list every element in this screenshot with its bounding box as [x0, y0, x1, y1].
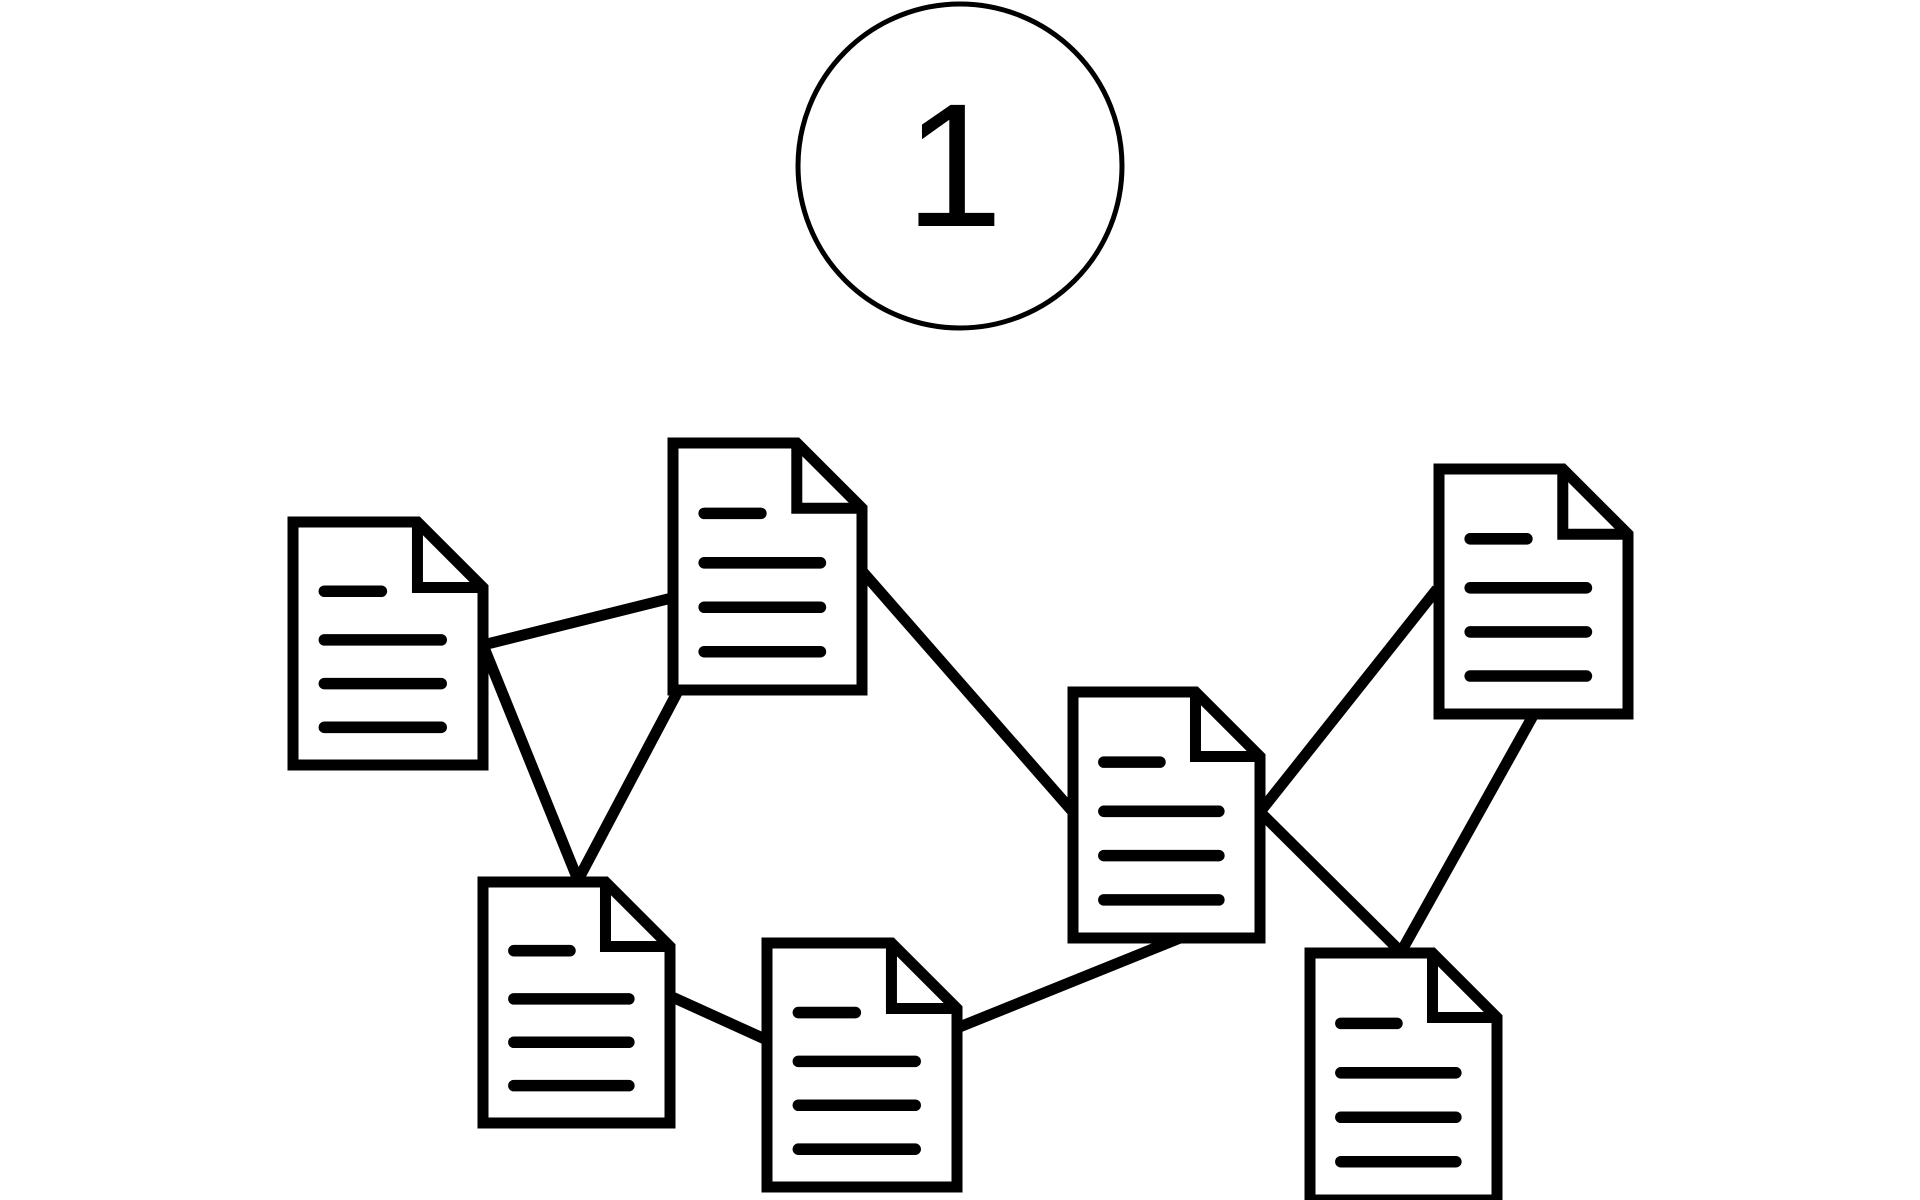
- step-badge-circle: [795, 1, 1125, 331]
- document-node-bottom-left[interactable]: [477, 876, 676, 1129]
- document-fold-corner-icon: [1426, 953, 1497, 1024]
- edge-doc-center-to-doc-top-right[interactable]: [1255, 585, 1442, 816]
- document-node-top-center[interactable]: [667, 437, 868, 696]
- document-node-bottom-center[interactable]: [761, 937, 963, 1193]
- document-node-left[interactable]: [287, 516, 489, 771]
- document-node-bottom-right[interactable]: [1304, 947, 1503, 1200]
- edge-doc-top-right-to-doc-bottom-right[interactable]: [1396, 711, 1539, 955]
- edge-doc-center-to-doc-bottom-right[interactable]: [1256, 808, 1405, 956]
- document-fold-corner-icon: [411, 522, 483, 594]
- edge-doc-bottom-center-to-doc-center[interactable]: [954, 932, 1183, 1034]
- edge-doc-top-center-to-doc-center[interactable]: [857, 567, 1078, 816]
- edge-doc-left-to-doc-bottom-left[interactable]: [477, 642, 584, 883]
- document-node-center[interactable]: [1067, 686, 1266, 944]
- edge-group: [477, 567, 1539, 1046]
- document-fold-corner-icon: [1557, 469, 1628, 540]
- edge-doc-top-center-to-doc-bottom-left[interactable]: [573, 688, 683, 883]
- document-node-top-right[interactable]: [1433, 463, 1634, 720]
- document-fold-corner-icon: [1189, 692, 1260, 763]
- step-badge-label: 1: [905, 68, 1003, 264]
- node-group: [287, 437, 1634, 1200]
- document-fold-corner-icon: [791, 443, 862, 514]
- step-badge: 1: [795, 1, 1125, 331]
- document-fold-corner-icon: [885, 943, 957, 1015]
- edge-doc-bottom-left-to-doc-bottom-center[interactable]: [667, 990, 770, 1046]
- document-fold-corner-icon: [599, 882, 670, 953]
